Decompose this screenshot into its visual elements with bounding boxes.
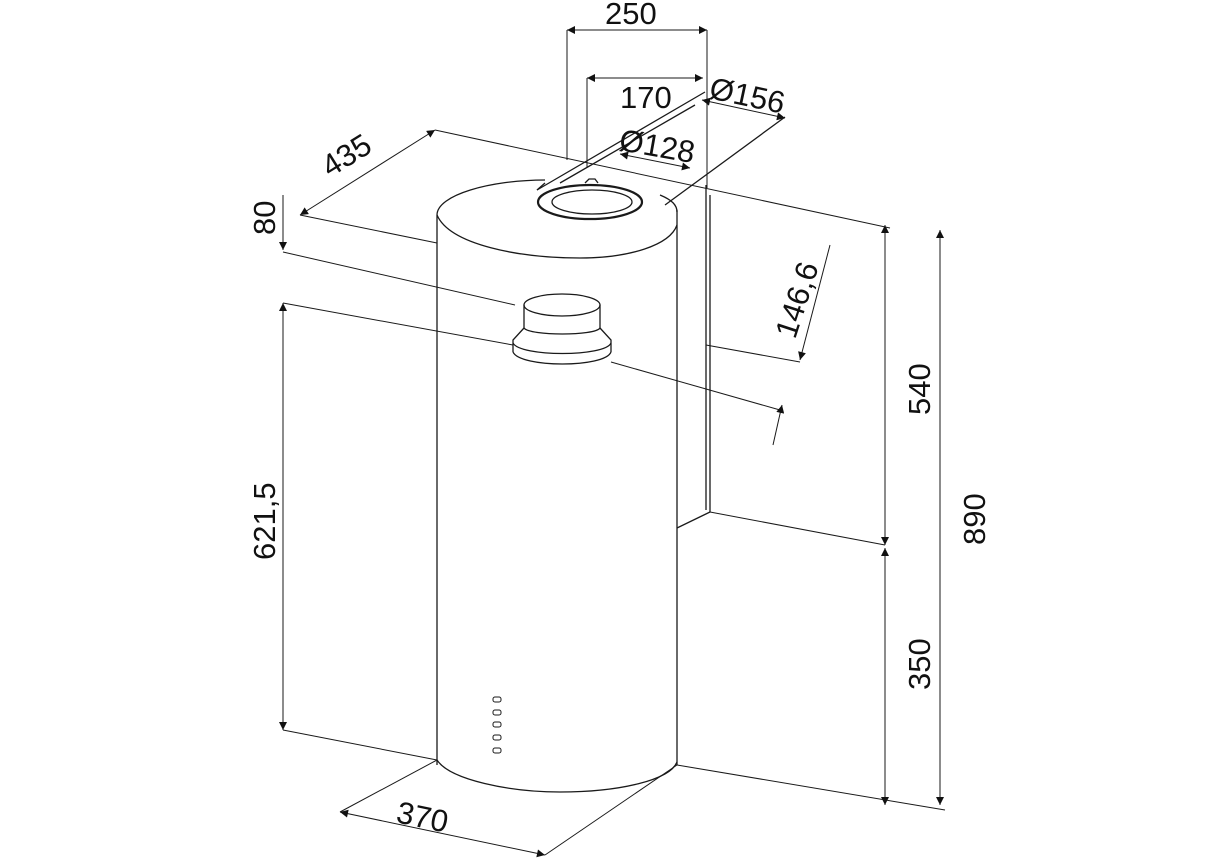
control-button-2[interactable]	[492, 709, 502, 716]
dim-label-621-5: 621,5	[247, 482, 282, 560]
dim-label-80: 80	[247, 201, 282, 235]
control-button-1[interactable]	[492, 696, 502, 703]
cylinder-body	[436, 179, 678, 793]
side-outlet-collar	[512, 293, 612, 365]
control-button-5[interactable]	[492, 747, 502, 754]
wall-bracket	[676, 185, 886, 546]
control-button-4[interactable]	[492, 734, 502, 741]
control-panel	[492, 696, 502, 754]
dim-label-outer-diameter: Ø156	[707, 71, 788, 121]
top-outlet	[536, 91, 786, 221]
dim-label-370: 370	[394, 795, 452, 840]
dim-label-170: 170	[620, 80, 672, 115]
dim-label-250: 250	[605, 0, 657, 31]
dim-label-540: 540	[902, 363, 937, 415]
dim-label-350: 350	[902, 638, 937, 690]
dim-label-435: 435	[315, 127, 377, 184]
dimension-lines	[279, 26, 946, 858]
control-button-3[interactable]	[492, 721, 502, 728]
dim-label-146-6: 146,6	[768, 258, 825, 343]
dim-label-890: 890	[957, 493, 992, 545]
dim-label-inner-diameter: Ø128	[617, 122, 698, 170]
